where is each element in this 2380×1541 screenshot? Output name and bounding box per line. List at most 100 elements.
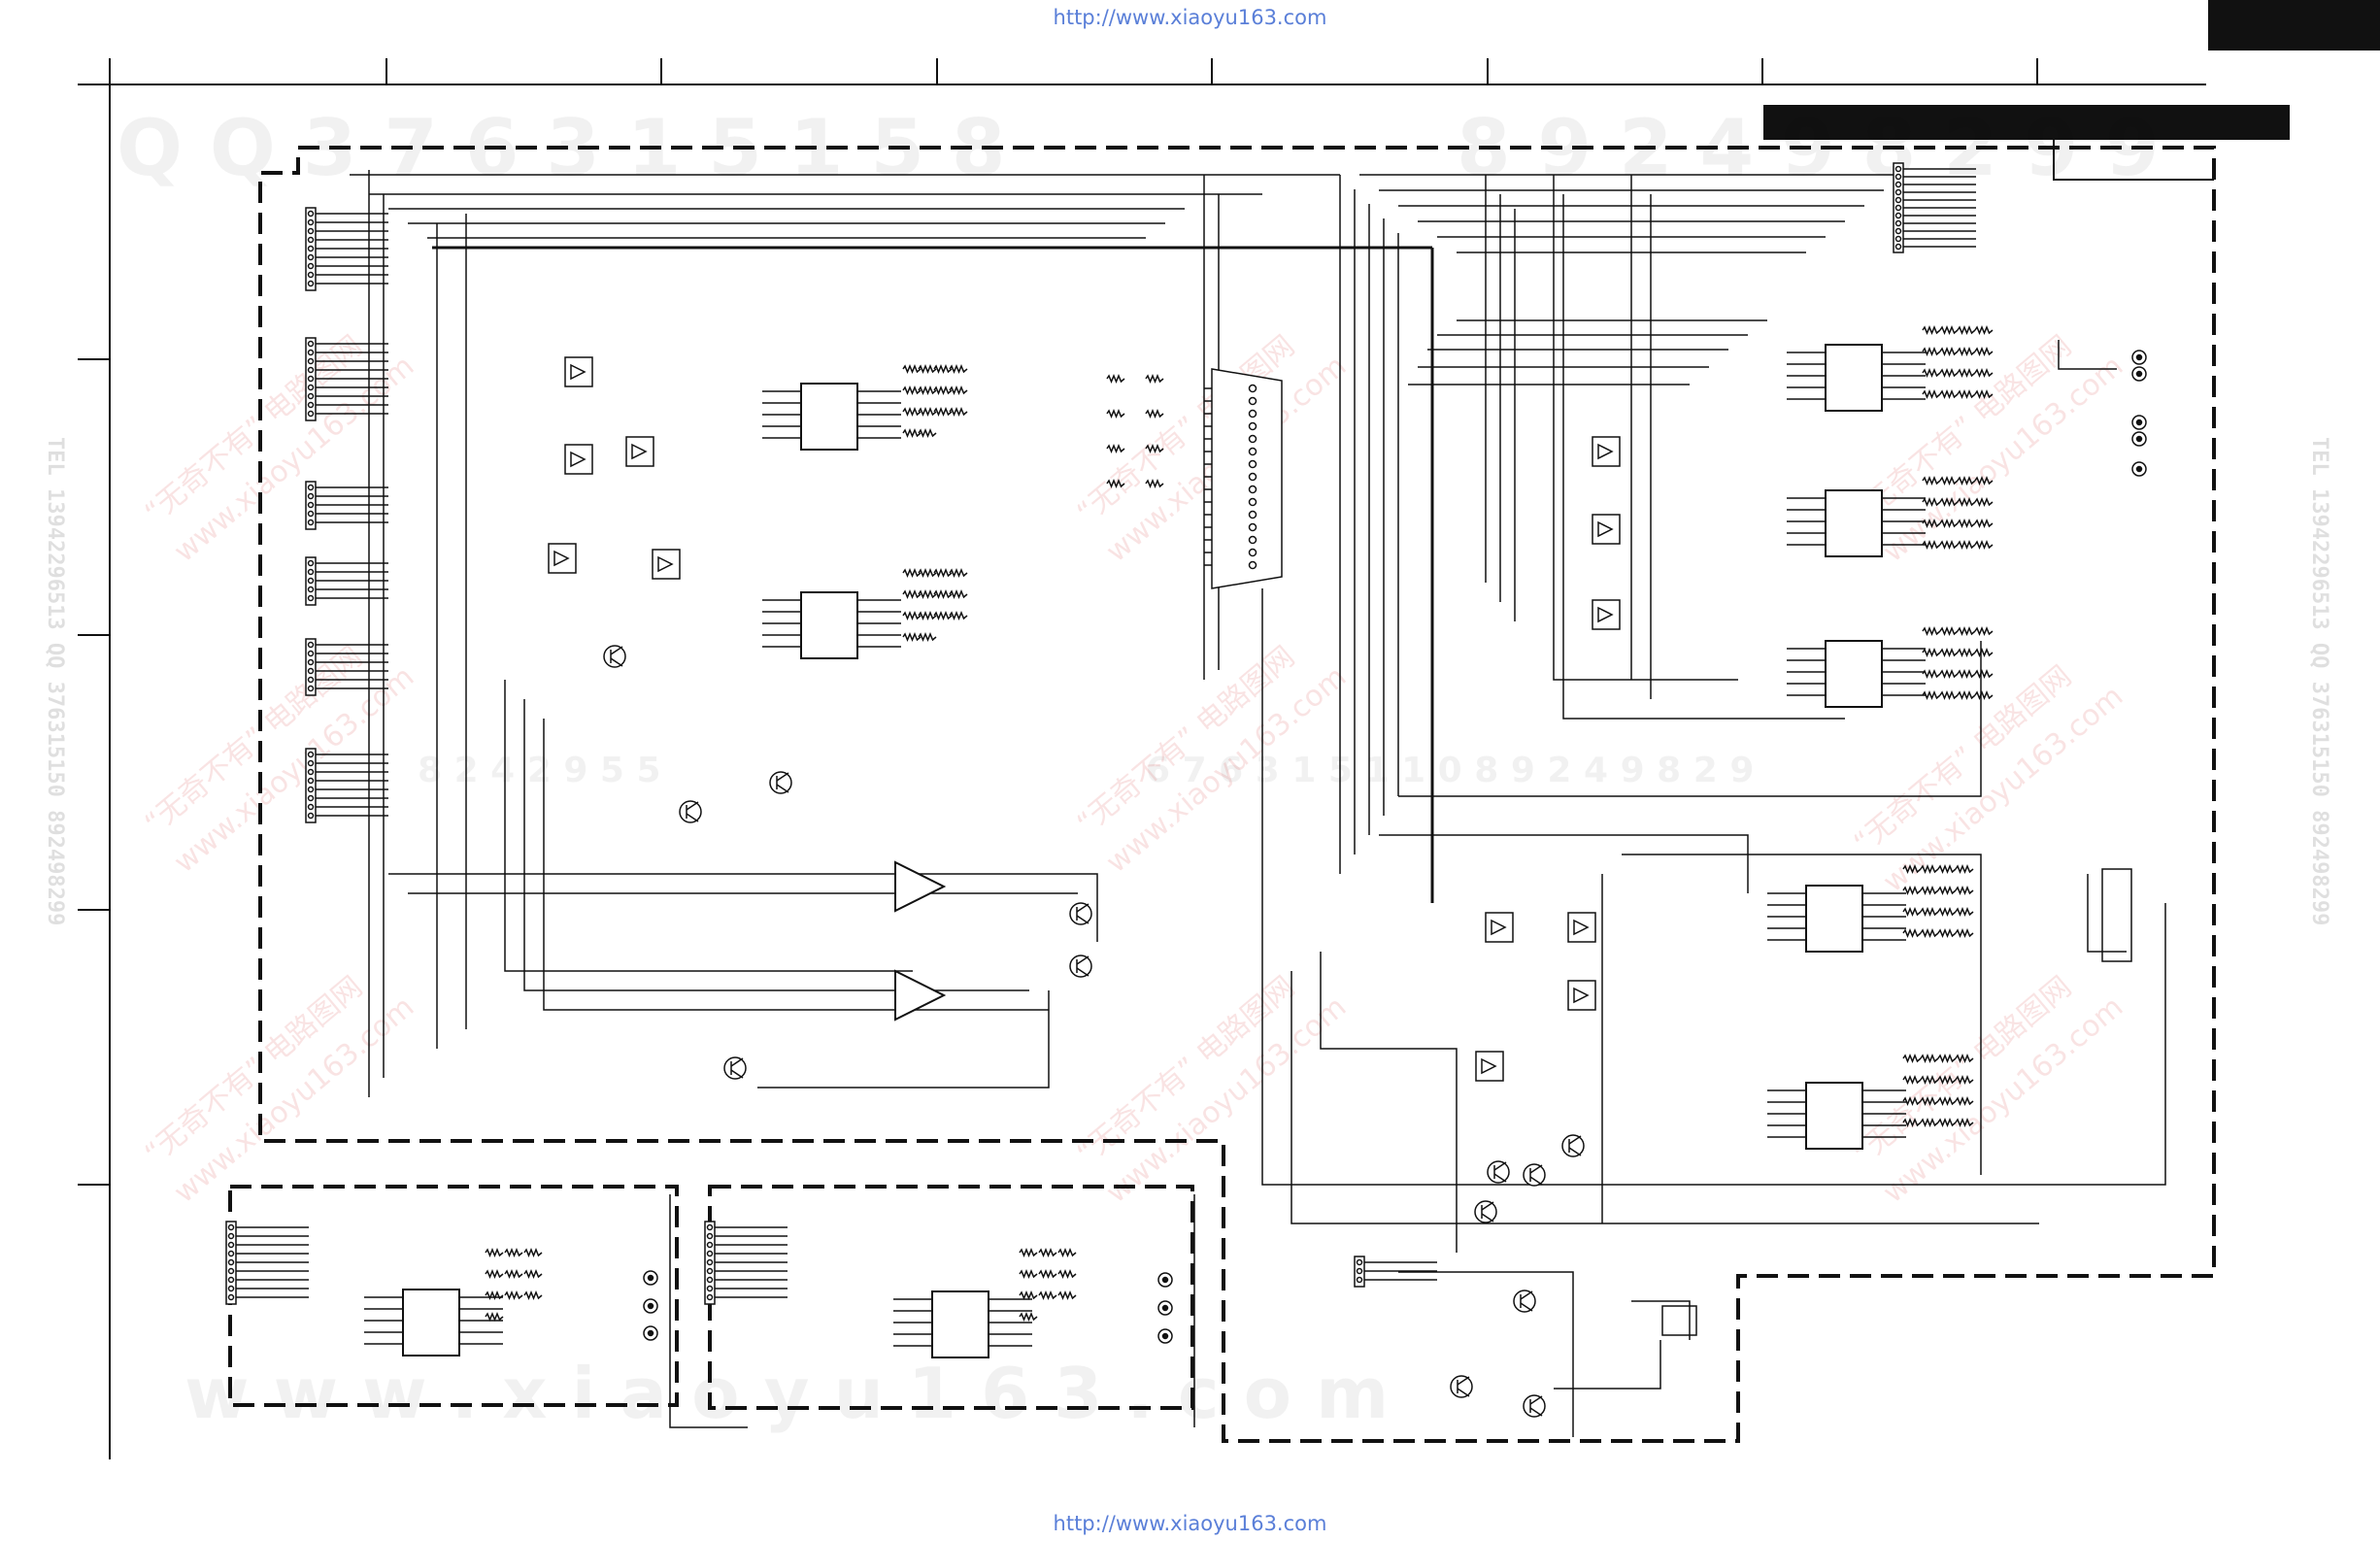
transistor <box>1561 1134 1585 1157</box>
resistor <box>485 1290 504 1300</box>
connector <box>305 748 317 823</box>
resistor <box>1902 907 1922 917</box>
resistor <box>933 568 953 578</box>
wire <box>1261 588 2166 1186</box>
wire <box>2058 340 2117 370</box>
resistor <box>485 1248 504 1257</box>
resistor <box>1038 1269 1057 1279</box>
rca-jack <box>643 1325 658 1341</box>
transistor <box>603 645 626 668</box>
transistor <box>723 1056 747 1080</box>
wire <box>1398 1271 1574 1437</box>
resistor <box>1939 540 1959 550</box>
resistor <box>1974 325 1994 335</box>
connector <box>305 638 317 696</box>
resistor <box>1922 648 1941 657</box>
resistor <box>918 568 937 578</box>
resistor <box>1920 864 1939 874</box>
resistor <box>1955 907 1974 917</box>
resistor <box>1937 1054 1957 1063</box>
resistor <box>1957 648 1976 657</box>
ic-chip <box>1825 344 1883 412</box>
resistor <box>1920 1075 1939 1085</box>
connector <box>225 1221 237 1305</box>
resistor <box>1922 519 1941 528</box>
resistor <box>949 407 968 417</box>
resistor <box>1920 1054 1939 1063</box>
resistor <box>933 611 953 620</box>
resistor <box>918 428 937 438</box>
ic-chip <box>1825 489 1883 557</box>
resistor <box>1106 409 1125 419</box>
source-url-bottom[interactable]: http://www.xiaoyu163.com <box>1053 1512 1327 1535</box>
resistor <box>1955 1118 1974 1127</box>
ic-chip <box>800 591 858 659</box>
transistor <box>1487 1160 1510 1184</box>
resistor <box>523 1269 543 1279</box>
resistor <box>902 407 922 417</box>
resistor <box>1974 648 1994 657</box>
resistor <box>949 589 968 599</box>
resistor <box>1974 540 1994 550</box>
side-text-right: TEL 13942296513 QQ 376315150 892498299 <box>2307 437 2331 925</box>
side-text-left: TEL 13942296513 QQ 376315150 892498299 <box>43 437 67 925</box>
wire <box>1379 834 1749 893</box>
resistor <box>1974 368 1994 378</box>
resistor <box>1106 479 1125 488</box>
logic-gate <box>1567 980 1596 1011</box>
resistor <box>1902 1054 1922 1063</box>
resistor <box>1939 648 1959 657</box>
connector <box>1893 162 1904 253</box>
resistor <box>1902 864 1922 874</box>
logic-gate <box>1592 436 1621 467</box>
logic-gate <box>1485 912 1514 943</box>
resistor <box>1019 1248 1038 1257</box>
watermark-bottom-url: w w w . x i a o y u 1 6 3 . c o m <box>184 1353 1389 1434</box>
ribbon-connector <box>2101 868 2132 962</box>
resistor <box>504 1269 523 1279</box>
ic-chip <box>1805 885 1863 953</box>
resistor <box>1939 519 1959 528</box>
resistor <box>902 385 922 395</box>
resistor <box>504 1290 523 1300</box>
logic-gate <box>564 356 593 387</box>
resistor <box>1957 669 1976 679</box>
resistor <box>918 611 937 620</box>
rca-jack <box>2131 415 2147 430</box>
transistor <box>1474 1200 1497 1223</box>
logic-gate <box>1592 514 1621 545</box>
source-url-top[interactable]: http://www.xiaoyu163.com <box>1053 6 1327 29</box>
resistor <box>485 1269 504 1279</box>
resistor <box>1902 886 1922 895</box>
wire <box>504 680 913 972</box>
op-amp <box>894 860 947 913</box>
connector <box>305 556 317 606</box>
resistor <box>1922 690 1941 700</box>
ic-chip <box>1825 640 1883 708</box>
resistor <box>1106 374 1125 384</box>
wire <box>1554 1340 1661 1390</box>
wire <box>1398 641 1982 797</box>
resistor <box>1955 1075 1974 1085</box>
logic-gate <box>625 436 654 467</box>
transistor <box>1450 1375 1473 1398</box>
rca-jack <box>1157 1272 1173 1288</box>
dsub-connector <box>1211 368 1283 589</box>
resistor <box>918 364 937 374</box>
resistor <box>1937 886 1957 895</box>
resistor <box>1922 497 1941 507</box>
resistor <box>1019 1290 1038 1300</box>
resistor <box>1920 886 1939 895</box>
resistor <box>1939 669 1959 679</box>
page-corner-tab <box>2208 0 2380 50</box>
resistor <box>504 1248 523 1257</box>
ic-chip <box>931 1290 989 1358</box>
resistor <box>1957 368 1976 378</box>
transistor <box>1513 1290 1536 1313</box>
resistor <box>1019 1269 1038 1279</box>
resistor <box>1974 497 1994 507</box>
resistor <box>1920 1096 1939 1106</box>
resistor <box>1922 347 1941 356</box>
resistor <box>1145 444 1164 453</box>
resistor <box>1922 626 1941 636</box>
